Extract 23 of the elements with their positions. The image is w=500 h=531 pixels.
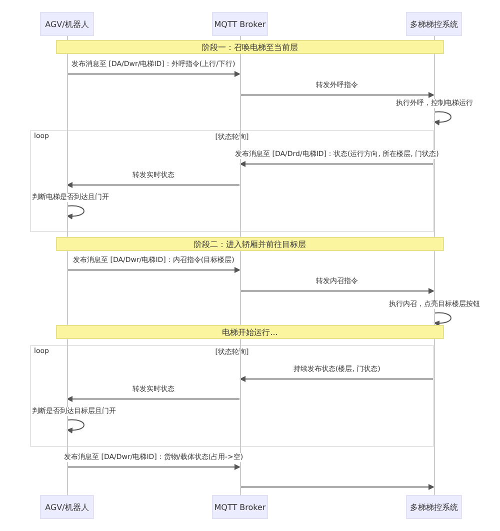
message-arrow (67, 267, 240, 273)
message-arrow (66, 396, 240, 402)
self-message-arrow (434, 312, 452, 326)
phase-note-band: 阶段二：进入轿厢并前往目标层 (56, 237, 444, 251)
participant-box: AGV/机器人 (40, 495, 94, 519)
message-arrow (240, 161, 434, 167)
message-arrow (66, 182, 240, 188)
participant-box: 多梯梯控系统 (406, 12, 462, 36)
self-message-arrow (66, 419, 84, 434)
self-message-arrow (434, 111, 452, 126)
participant-box: MQTT Broker (212, 12, 268, 36)
participant-box: 多梯梯控系统 (406, 495, 462, 519)
message-arrow (240, 288, 434, 294)
message-arrow (67, 71, 240, 77)
participant-box: MQTT Broker (212, 495, 268, 519)
participant-box: AGV/机器人 (40, 12, 94, 36)
phase-note-band: 阶段一：召唤电梯至当前层 (56, 40, 444, 54)
message-arrow (240, 484, 434, 490)
self-message-arrow (66, 205, 84, 220)
phase-note-band: 电梯开始运行... (56, 325, 444, 339)
message-arrow (240, 376, 434, 382)
message-arrow (240, 92, 434, 98)
message-arrow (67, 464, 240, 470)
